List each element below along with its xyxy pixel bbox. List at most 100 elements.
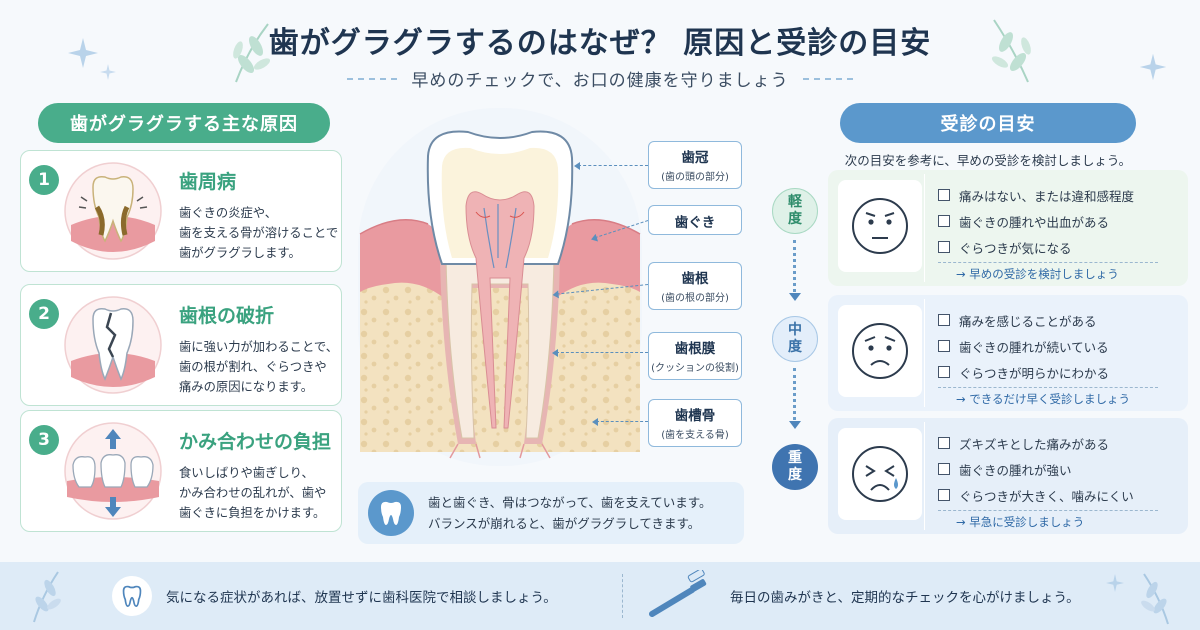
tooth-periodontal-icon bbox=[64, 162, 162, 260]
cause-card-bite-load: 3 かみ合わせの負担 食いしばりや歯ぎしり、 かみ合わせの乱れが、歯や 歯ぐきに… bbox=[20, 410, 342, 532]
checklist-item-label: ぐらつきが大きく、噛みにくい bbox=[959, 488, 1134, 504]
label-main: 歯根 bbox=[681, 271, 709, 287]
arrow-down-icon bbox=[105, 497, 121, 517]
checklist-item[interactable]: 痛みを感じることがある bbox=[938, 307, 1109, 333]
label-sub: (歯の頭の部分) bbox=[661, 172, 729, 183]
causes-heading: 歯がグラグラする主な原因 bbox=[38, 103, 330, 143]
checklist-item-label: 歯ぐきの腫れや出血がある bbox=[959, 214, 1110, 230]
checklist: 痛みはない、または違和感程度 歯ぐきの腫れや出血がある ぐらつきが気になる bbox=[938, 182, 1134, 260]
checkbox[interactable] bbox=[938, 241, 950, 253]
tooth-fracture-icon bbox=[64, 296, 162, 394]
arrow-up-icon bbox=[105, 429, 121, 449]
cause-title: 歯根の破折 bbox=[179, 305, 275, 327]
level-card-moderate: 痛みを感じることがある 歯ぐきの腫れが続いている ぐらつきが明らかにわかる → … bbox=[828, 295, 1188, 411]
footer-bar: 気になる症状があれば、放置せずに歯科医院で相談しましょう。 毎日の歯みがきと、定… bbox=[0, 562, 1200, 630]
cause-description-line: 痛みの原因になります。 bbox=[179, 380, 314, 394]
anatomy-note-box: 歯と歯ぐき、骨はつながって、歯を支えています。 バランスが崩れると、歯がグラグラ… bbox=[358, 482, 744, 544]
guide-heading: 受診の目安 bbox=[840, 103, 1136, 143]
cause-description: 歯ぐきの炎症や、 歯を支える骨が溶けることで 歯がグラグラします。 bbox=[179, 203, 339, 263]
checkbox[interactable] bbox=[938, 489, 950, 501]
label-ligament: 歯根膜 (クッションの役割) bbox=[648, 332, 742, 380]
checklist-item[interactable]: 歯ぐきの腫れが強い bbox=[938, 456, 1134, 482]
checklist-item[interactable]: ズキズキとした痛みがある bbox=[938, 430, 1134, 456]
label-gum: 歯ぐき bbox=[648, 205, 742, 235]
level-badge-mild: 軽 度 bbox=[772, 188, 818, 234]
anatomy-note-text: 歯と歯ぐき、骨はつながって、歯を支えています。 バランスが崩れると、歯がグラグラ… bbox=[428, 492, 712, 534]
cause-number: 2 bbox=[29, 299, 59, 329]
level-badge-moderate: 中 度 bbox=[772, 316, 818, 362]
label-sub: (歯の根の部分) bbox=[661, 293, 729, 304]
checklist-item-label: ぐらつきが明らかにわかる bbox=[959, 365, 1110, 381]
checklist-item[interactable]: 歯ぐきの腫れや出血がある bbox=[938, 208, 1134, 234]
card-divider bbox=[924, 174, 925, 282]
level-badge-severe: 重 度 bbox=[772, 444, 818, 490]
checkbox[interactable] bbox=[938, 340, 950, 352]
cause-description-line: 歯ぐきの炎症や、 bbox=[179, 206, 278, 220]
checklist-item[interactable]: 痛みはない、または違和感程度 bbox=[938, 182, 1134, 208]
advice-divider bbox=[938, 510, 1158, 511]
label-main: 歯ぐき bbox=[674, 215, 716, 231]
tooth-icon bbox=[112, 576, 152, 616]
label-main: 歯冠 bbox=[681, 150, 709, 166]
arrow-down-icon bbox=[789, 293, 801, 301]
checkbox[interactable] bbox=[938, 314, 950, 326]
sparkle-icon bbox=[100, 64, 116, 80]
checkbox[interactable] bbox=[938, 366, 950, 378]
checklist-item-label: 痛みを感じることがある bbox=[959, 313, 1097, 329]
footer-advice-left: 気になる症状があれば、放置せずに歯科医院で相談しましょう。 bbox=[166, 590, 557, 606]
face-neutral-icon bbox=[838, 180, 922, 272]
checklist-item[interactable]: ぐらつきが明らかにわかる bbox=[938, 359, 1109, 385]
level-advice: → できるだけ早く受診しましょう bbox=[956, 392, 1131, 406]
card-divider bbox=[924, 299, 925, 407]
leader-crown bbox=[574, 161, 648, 170]
tooth-root bbox=[445, 257, 555, 439]
checklist: ズキズキとした痛みがある 歯ぐきの腫れが強い ぐらつきが大きく、噛みにくい bbox=[938, 430, 1134, 508]
cause-description-line: 歯に強い力が加わることで、 bbox=[179, 340, 338, 354]
face-worried-icon bbox=[838, 305, 922, 397]
cause-description-line: 食いしばりや歯ぎしり、 bbox=[179, 466, 314, 480]
gum-left bbox=[360, 219, 444, 298]
level-label: 中 bbox=[788, 322, 802, 338]
teeth-bite-icon bbox=[64, 422, 162, 520]
checklist-item[interactable]: ぐらつきが大きく、噛みにくい bbox=[938, 482, 1134, 508]
arrow-down-icon bbox=[789, 421, 801, 429]
tooth-anatomy-diagram bbox=[358, 108, 642, 466]
checkbox[interactable] bbox=[938, 215, 950, 227]
cause-description-line: かみ合わせの乱れが、歯や bbox=[179, 486, 327, 500]
checkbox[interactable] bbox=[938, 189, 950, 201]
label-main: 歯根膜 bbox=[674, 341, 716, 357]
level-label: 重 bbox=[788, 450, 802, 466]
cause-title: かみ合わせの負担 bbox=[179, 431, 332, 453]
sparkle-icon bbox=[1139, 53, 1167, 81]
page-subtitle: 早めのチェックで、お口の健康を守りましょう bbox=[411, 71, 789, 91]
level-label: 軽 bbox=[788, 194, 802, 210]
leaf-icon bbox=[1141, 573, 1169, 625]
checklist-item[interactable]: 歯ぐきの腫れが続いている bbox=[938, 333, 1109, 359]
level-card-severe: ズキズキとした痛みがある 歯ぐきの腫れが強い ぐらつきが大きく、噛みにくい → … bbox=[828, 418, 1188, 534]
footer-advice-right: 毎日の歯みがきと、定期的なチェックを心がけましょう。 bbox=[730, 590, 1080, 606]
label-crown: 歯冠 (歯の頭の部分) bbox=[648, 141, 742, 189]
gum-right bbox=[556, 219, 640, 298]
cause-description: 食いしばりや歯ぎしり、 かみ合わせの乱れが、歯や 歯ぐきに負担をかけます。 bbox=[179, 463, 339, 523]
card-divider bbox=[924, 422, 925, 530]
label-main: 歯槽骨 bbox=[674, 408, 716, 424]
leader-bone bbox=[592, 417, 648, 426]
cause-description-line: 歯の根が割れ、ぐらつきや bbox=[179, 360, 327, 374]
cause-description-line: 歯ぐきに負担をかけます。 bbox=[179, 506, 326, 520]
leaf-icon bbox=[233, 23, 271, 83]
leaf-icon bbox=[991, 19, 1031, 83]
checkbox[interactable] bbox=[938, 463, 950, 475]
checkbox[interactable] bbox=[938, 437, 950, 449]
label-sub: (クッションの役割) bbox=[651, 363, 739, 374]
checklist-item-label: ぐらつきが気になる bbox=[959, 240, 1072, 256]
footer-divider bbox=[622, 574, 623, 618]
checklist: 痛みを感じることがある 歯ぐきの腫れが続いている ぐらつきが明らかにわかる bbox=[938, 307, 1109, 385]
checklist-item[interactable]: ぐらつきが気になる bbox=[938, 234, 1134, 260]
subtitle-divider bbox=[347, 77, 398, 80]
sparkle-icon bbox=[1106, 574, 1124, 592]
checklist-item-label: 歯ぐきの腫れが続いている bbox=[959, 339, 1109, 355]
leader-ligament bbox=[552, 348, 648, 357]
checklist-item-label: 痛みはない、または違和感程度 bbox=[959, 188, 1135, 204]
level-label: 度 bbox=[788, 211, 802, 227]
